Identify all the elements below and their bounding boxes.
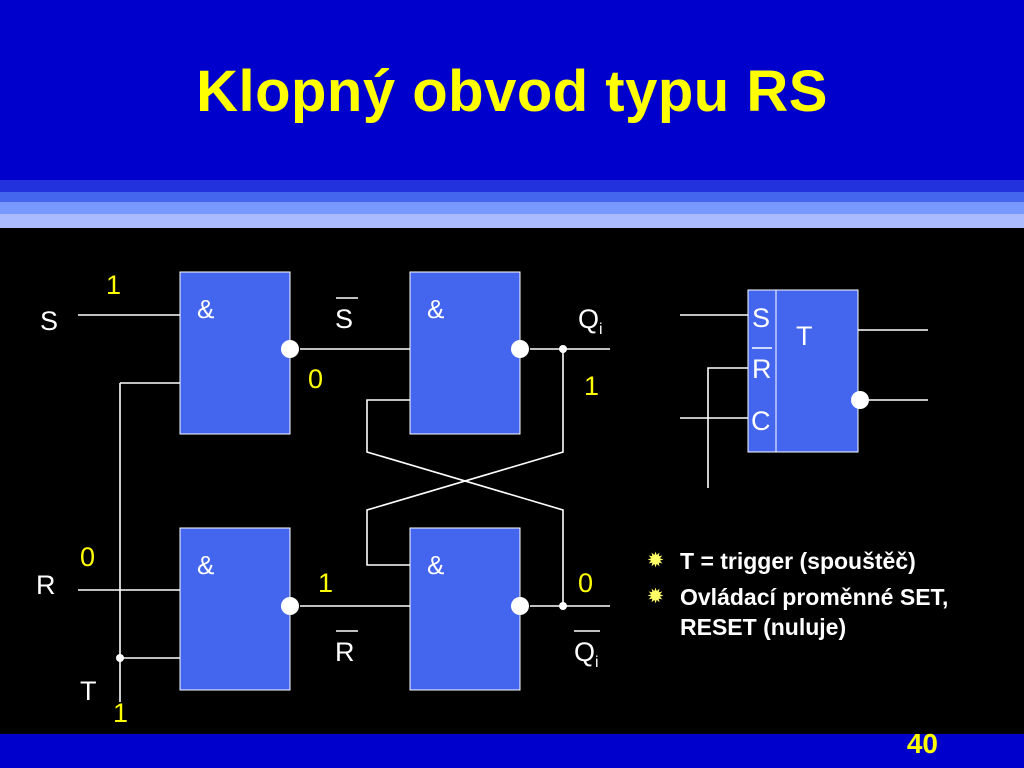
label-r-bar: R [335,637,355,667]
junction-dot-q [559,345,567,353]
bullet-text: T = trigger (spouštěč) [680,548,916,574]
bullet-item: ✹ T = trigger (spouštěč) [648,546,1018,576]
bullet-item: ✹ Ovládací proměnné SET, RESET (nuluje) [648,582,1018,642]
gate-3-symbol: & [197,550,214,580]
value-s-in: 1 [106,270,121,300]
slide-title: Klopný obvod typu RS [196,59,828,124]
rs-block-symbol: S R C T [680,289,928,488]
gear-bullet-icon: ✹ [648,586,664,606]
value-q: 1 [584,371,599,401]
negation-bubble-4 [511,597,529,615]
nand-gate-1 [179,271,291,435]
label-t: T [80,676,97,706]
block-wire-r [707,367,748,488]
negation-bubble-3 [281,597,299,615]
block-body [747,289,859,453]
negation-bubble-2 [511,340,529,358]
negation-bubble-1 [281,340,299,358]
block-pin-c: C [751,406,771,436]
value-s-bar: 0 [308,364,323,394]
footer-band [0,734,1024,768]
nand-gate-2 [409,271,521,435]
block-pin-r: R [752,354,772,384]
label-q-bar: Qi [574,637,599,671]
header-stripe-2 [0,192,1024,202]
label-r: R [36,570,56,600]
junction-dot-t [116,654,124,662]
block-name: T [796,321,813,351]
gate-1-symbol: & [197,294,214,324]
wire-qbar-feedback [366,399,564,606]
value-r-in: 0 [80,542,95,572]
block-negation-bubble [851,391,869,409]
label-q: Qi [578,304,603,338]
nand-gate-3 [179,527,291,691]
header-stripe-1 [0,180,1024,192]
value-t-in: 1 [113,698,128,728]
label-s-bar: S [335,304,353,334]
wire-q-feedback [366,349,564,566]
value-r-bar: 1 [318,568,333,598]
bullet-text: Ovládací proměnné SET, RESET (nuluje) [680,584,949,640]
gate-2-symbol: & [427,294,444,324]
gate-4-symbol: & [427,550,444,580]
wires [78,314,610,702]
page-number: 40 [906,728,938,759]
junction-dot-qbar [559,602,567,610]
header-band [0,0,1024,180]
header-stripe-3 [0,202,1024,214]
value-q-bar: 0 [578,568,593,598]
gear-bullet-icon: ✹ [648,550,664,570]
block-pin-s: S [752,303,770,333]
bullet-list: ✹ T = trigger (spouštěč) ✹ Ovládací prom… [648,546,1018,648]
label-s: S [40,306,58,336]
header-stripe-4 [0,214,1024,228]
